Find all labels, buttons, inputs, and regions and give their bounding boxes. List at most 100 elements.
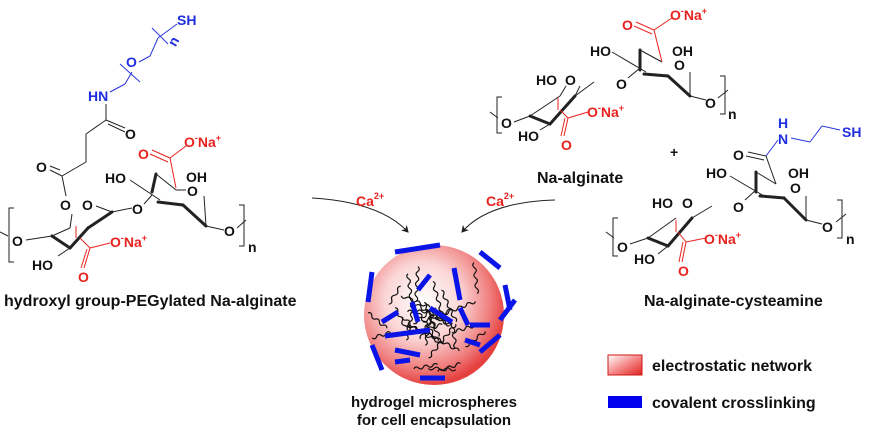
amide-h-label: H — [778, 115, 788, 131]
hydroxyl-label-3: HO — [706, 165, 727, 181]
plus-sign: + — [670, 144, 678, 160]
carboxylate-o: O-Na+ — [704, 230, 741, 247]
carboxylate-o: O-Na+ — [587, 103, 624, 120]
carboxylate-o-2: O-Na+ — [184, 133, 221, 150]
product-caption-line1: hydrogel microspheres — [351, 394, 517, 411]
alginate-cysteamine-name: Na-alginate-cysteamine — [644, 293, 823, 310]
reaction-arrows: Ca2+ Ca2+ — [311, 191, 556, 233]
alginate-chain — [450, 322, 457, 349]
legend-swatch-covalent — [608, 396, 642, 408]
molecule-peg-alginate: SH n O HN O O O O — [0, 12, 297, 310]
alginate-chain — [415, 309, 439, 342]
alginate-chain — [465, 331, 486, 348]
hydroxyl-label: HO — [32, 257, 53, 273]
bracket-right — [239, 204, 245, 247]
carboxylate-o-double-2: O — [138, 146, 149, 162]
hydroxyl-label-2: HO — [518, 128, 539, 144]
alginate-chain — [400, 295, 431, 308]
ring-o-2: O — [187, 183, 198, 199]
calcium-ion-left: Ca2+ — [356, 191, 384, 209]
alginate-chain — [472, 262, 480, 295]
peg-repeat-n: n — [164, 34, 182, 49]
ring-o-2: O — [674, 57, 685, 73]
molecule-na-alginate: O HO O HO O O-Na+ O HO OH O O n — [489, 6, 737, 187]
glycosidic-o-2: O — [705, 95, 716, 111]
linking-o: O — [132, 201, 143, 217]
carboxylate-o-double: O — [678, 263, 689, 279]
peg-alginate-ring-1: O O HO O O-Na+ — [0, 197, 147, 285]
amide-n-label: N — [778, 131, 788, 147]
legend-item-electrostatic: electrostatic network — [607, 354, 812, 376]
hydroxyl-label-4: OH — [788, 165, 809, 181]
hydroxyl-label-2: HO — [634, 251, 655, 267]
hydroxyl-label-3: OH — [186, 169, 207, 185]
succinate-linker: O O O — [36, 104, 136, 213]
polymer-n: n — [846, 231, 855, 247]
alginate-chain — [371, 331, 391, 340]
ring-o: O — [565, 72, 576, 88]
carboxylate-o-double-2: O — [622, 17, 633, 33]
glycosidic-o-2: O — [224, 223, 235, 239]
glycosidic-o: O — [501, 115, 512, 131]
bracket-left — [496, 96, 502, 134]
linking-o: O — [733, 199, 744, 215]
arrow-left — [311, 197, 409, 233]
calcium-ion-right: Ca2+ — [486, 191, 514, 209]
alginate-chain — [406, 324, 444, 345]
product-caption-line2: for cell encapsulation — [357, 412, 511, 429]
polymer-n: n — [248, 239, 257, 255]
crosslink-bar — [498, 298, 517, 322]
alginate-chain — [441, 289, 458, 323]
alginate-chain — [413, 362, 438, 370]
hydroxyl-label: HO — [652, 195, 673, 211]
crosslink-bar — [394, 357, 411, 365]
alginate-chain — [437, 362, 461, 372]
linking-o: O — [616, 76, 627, 92]
glycosidic-o-2: O — [822, 219, 833, 235]
crosslink-bar — [380, 309, 400, 325]
hydroxyl-label-3: HO — [590, 43, 611, 59]
crosslink-bar — [457, 306, 471, 327]
crosslink-bar — [369, 344, 385, 371]
crosslink-bar — [464, 337, 481, 348]
cysteamine-thiol-label: SH — [842, 124, 861, 140]
crosslink-bar — [409, 301, 421, 323]
polymer-n: n — [728, 106, 737, 122]
na-alginate-name: Na-alginate — [537, 170, 623, 187]
arrow-right — [461, 199, 556, 233]
peg-ether-o: O — [126, 54, 137, 70]
alginate-chain — [414, 266, 420, 302]
legend-label-electrostatic: electrostatic network — [652, 358, 812, 375]
ring-o: O — [682, 195, 693, 211]
carboxylate-o-2: O-Na+ — [670, 6, 707, 23]
legend: electrostatic network covalent crosslink… — [607, 354, 816, 412]
molecule-alginate-cysteamine: O HO O HO O O-Na+ O HO OH O O n — [605, 115, 861, 310]
bracket-right — [837, 199, 843, 239]
glycosidic-o: O — [12, 233, 23, 249]
crosslink-bar — [365, 271, 375, 303]
peg-alginate-name: hydroxyl group-PEGylated Na-alginate — [4, 293, 297, 310]
crosslink-bar — [384, 327, 431, 339]
bracket-left — [8, 207, 14, 263]
hydroxyl-label: HO — [536, 72, 557, 88]
crosslink-bar — [451, 267, 463, 301]
legend-label-covalent: covalent crosslinking — [652, 395, 816, 412]
amide-carbonyl-o: O — [733, 147, 744, 163]
peg-chain: SH n O HN — [88, 12, 196, 104]
amide-nh-label: HN — [88, 88, 108, 104]
legend-swatch-electrostatic — [607, 354, 643, 376]
ring-o: O — [82, 197, 93, 213]
crosslink-bar — [394, 347, 421, 358]
glycosidic-o: O — [617, 239, 628, 255]
crosslink-bar — [394, 242, 441, 255]
amide-carbonyl-o: O — [125, 126, 136, 142]
alginate-chain — [428, 323, 457, 359]
crosslink-bar — [478, 250, 502, 270]
covalent-crosslinks — [365, 242, 517, 381]
alginate-chain — [434, 316, 452, 327]
ester-o: O — [60, 197, 71, 213]
crosslink-bar — [416, 273, 432, 292]
alginate-chain — [427, 366, 457, 372]
alginate-chain — [413, 310, 431, 325]
